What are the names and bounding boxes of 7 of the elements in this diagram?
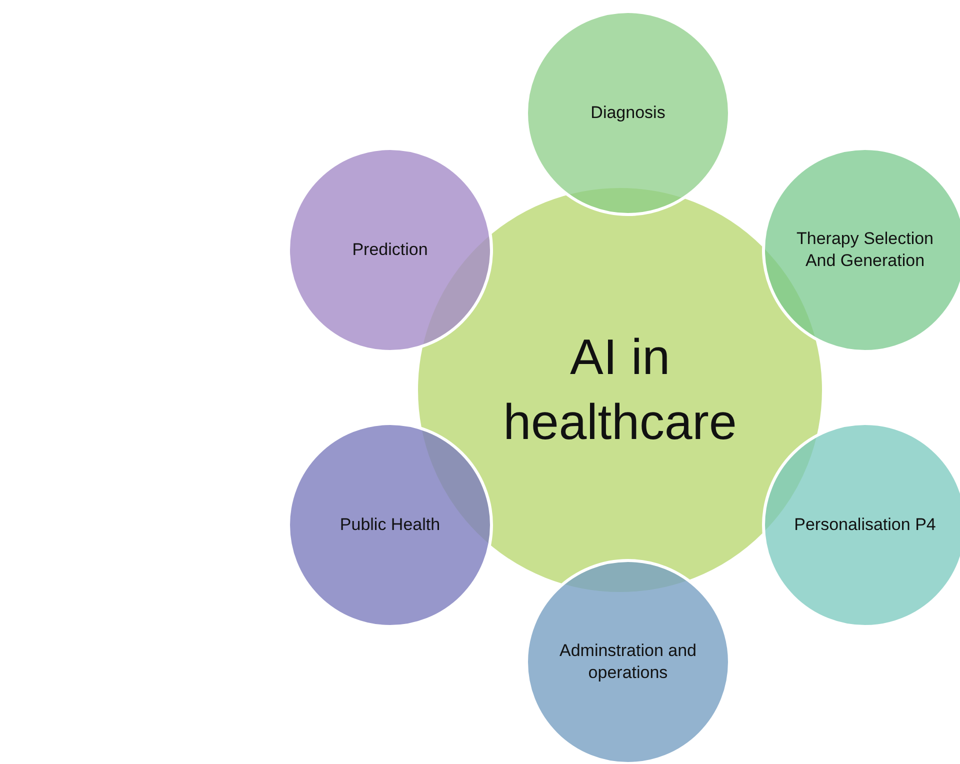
circle-label: AI in healthcare (502, 328, 738, 452)
circle-label: Prediction (352, 238, 428, 261)
circle-label: Therapy Selection And Generation (795, 228, 935, 272)
circle-label: Diagnosis (590, 102, 666, 124)
circle-label: Public Health (340, 514, 440, 536)
circle-label: Personalisation P4 (794, 514, 936, 536)
circle-label: Adminstration and operations (558, 640, 698, 684)
